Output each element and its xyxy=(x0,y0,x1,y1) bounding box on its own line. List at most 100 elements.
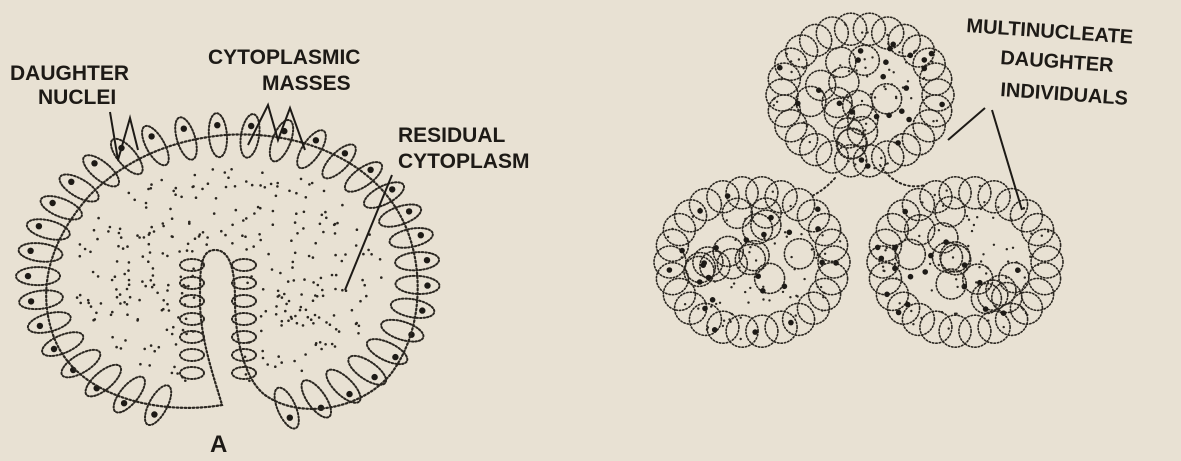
cytoplasm-dot xyxy=(1012,247,1014,249)
cytoplasm-dot xyxy=(84,248,87,251)
cytoplasm-dot xyxy=(276,185,279,188)
cytoplasm-dot xyxy=(361,279,364,282)
cytoplasm-dot xyxy=(331,343,334,346)
cytoplasmic-lobe xyxy=(232,331,256,343)
bud-outline xyxy=(836,129,866,159)
cytoplasm-dot xyxy=(79,294,82,297)
daughter-nucleus xyxy=(287,415,293,421)
cytoplasm-dot xyxy=(312,322,315,325)
daughter-nucleus xyxy=(389,186,395,192)
cytoplasm-dot xyxy=(191,186,194,189)
cytoplasm-dot xyxy=(907,80,909,82)
cytoplasm-dot xyxy=(878,260,880,262)
cytoplasm-dot xyxy=(789,205,791,207)
cytoplasm-dot xyxy=(790,256,792,258)
label-daughter-nuclei: DAUGHTER NUCLEI xyxy=(10,62,129,109)
bud-outline xyxy=(829,67,859,97)
cytoplasm-dot xyxy=(128,192,131,195)
cytoplasm-dot xyxy=(272,210,275,213)
label-cytoplasmic-masses: CYTOPLASMIC MASSES xyxy=(208,46,360,95)
bud-outline xyxy=(783,303,815,335)
cytoplasm-dot xyxy=(199,233,202,236)
nucleus xyxy=(744,237,750,243)
cytoplasm-dot xyxy=(749,287,751,289)
cytoplasm-dot xyxy=(215,197,218,200)
cytoplasm-dot xyxy=(213,212,216,215)
cytoplasm-dot xyxy=(844,23,846,25)
cytoplasm-dot xyxy=(166,303,169,306)
cytoplasm-dot xyxy=(275,305,278,308)
cytoplasm-dot xyxy=(715,303,717,305)
panel-letter-a: A xyxy=(210,431,227,458)
svg-text:RESIDUAL: RESIDUAL xyxy=(398,124,506,147)
nucleus xyxy=(859,157,865,163)
cytoplasm-dot xyxy=(166,289,169,292)
bud-outline xyxy=(902,123,934,155)
cytoplasm-dot xyxy=(302,324,305,327)
cytoplasm-dot xyxy=(710,305,712,307)
nucleus xyxy=(712,327,718,333)
cytoplasm-dot xyxy=(126,288,129,291)
cytoplasm-dot xyxy=(284,310,287,313)
cytoplasm-dot xyxy=(786,53,788,55)
daughter-individual-left xyxy=(654,177,850,347)
cytoplasm-dot xyxy=(167,284,170,287)
nucleus xyxy=(883,59,889,65)
nucleus xyxy=(895,140,901,146)
nucleus xyxy=(922,66,928,72)
cytoplasmic-lobe xyxy=(389,296,435,322)
cytoplasm-dot xyxy=(882,266,884,268)
cytoplasm-dot xyxy=(300,293,303,296)
cytoplasm-dot xyxy=(910,310,912,312)
cytoplasm-dot xyxy=(184,285,187,288)
cytoplasm-dot xyxy=(734,239,736,241)
cytoplasm-dot xyxy=(110,314,113,317)
cytoplasm-dot xyxy=(259,239,262,242)
cytoplasm-dot xyxy=(979,185,981,187)
cytoplasm-dot xyxy=(874,96,876,98)
cytoplasm-dot xyxy=(252,245,255,248)
nucleus xyxy=(815,206,821,212)
cytoplasm-dot xyxy=(938,229,940,231)
cytoplasm-dot xyxy=(914,136,916,138)
cytoplasm-dot xyxy=(367,249,370,252)
cytoplasm-dot xyxy=(181,292,184,295)
cytoplasm-dot xyxy=(821,309,823,311)
cytoplasm-dot xyxy=(941,311,943,313)
cytoplasm-dot xyxy=(923,77,925,79)
cytoplasm-dot xyxy=(341,204,344,207)
nucleus xyxy=(922,269,928,275)
cytoplasm-dot xyxy=(245,217,248,220)
cytoplasm-dot xyxy=(212,168,215,171)
cytoplasm-dot xyxy=(730,286,732,288)
cytoplasm-dot xyxy=(97,217,100,220)
nucleus xyxy=(908,53,914,59)
cytoplasm-dot xyxy=(162,308,165,311)
daughter-individual-right xyxy=(867,177,1063,347)
cytoplasm-dot xyxy=(111,336,114,339)
cytoplasm-dot xyxy=(148,364,151,367)
nucleus xyxy=(858,48,864,54)
cytoplasm-dot xyxy=(152,267,155,270)
cytoplasm-dot xyxy=(133,199,136,202)
nucleus xyxy=(905,302,911,308)
cytoplasm-dot xyxy=(227,176,230,179)
cytoplasm-dot xyxy=(116,260,119,263)
cytoplasm-dot xyxy=(726,219,728,221)
bud-outline xyxy=(902,189,934,221)
cytoplasmic-lobe xyxy=(232,259,256,271)
cytoplasm-dot xyxy=(355,244,358,247)
daughter-nucleus xyxy=(27,248,33,254)
cytoplasm-dot xyxy=(257,206,260,209)
cytoplasm-dot xyxy=(331,274,334,277)
cytoplasm-dot xyxy=(1041,235,1043,237)
cytoplasm-dot xyxy=(948,327,950,329)
cytoplasm-dot xyxy=(847,96,849,98)
cytoplasm-dot xyxy=(815,257,817,259)
cytoplasm-dot xyxy=(318,316,321,319)
cytoplasm-dot xyxy=(321,214,324,217)
cytoplasm-dot xyxy=(314,294,317,297)
cytoplasm-dot xyxy=(171,217,174,220)
cytoplasm-dot xyxy=(749,246,751,248)
cytoplasm-dot xyxy=(185,333,188,336)
